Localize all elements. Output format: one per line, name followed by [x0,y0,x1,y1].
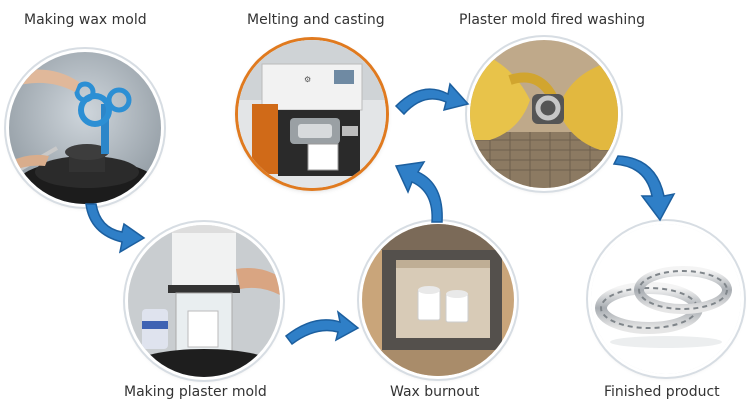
step-label-plaster-mold: Making plaster mold [124,384,267,400]
wax-mold-photo [9,52,161,204]
curved-arrow-icon [394,82,470,116]
wax-mold-illustration [9,52,161,204]
burnout-kiln-illustration [362,224,514,376]
step-label-wax-burnout: Wax burnout [390,384,480,400]
svg-text:⚙: ⚙ [304,75,311,84]
burnout-kiln-photo [362,224,514,376]
finished-rings-illustration [591,224,741,374]
washing-photo [470,40,618,188]
curved-arrow-icon [612,155,676,222]
curved-arrow-icon [284,310,360,346]
arrow-wax-to-plaster [82,200,152,260]
step-label-melting-casting: Melting and casting [247,12,385,28]
step-label-wax-mold: Making wax mold [24,12,147,28]
curved-arrow-icon [85,203,146,254]
arrow-washing-to-finished [610,155,676,224]
washing-illustration [470,40,618,188]
arrow-casting-to-washing [394,82,470,118]
step-label-finished-product: Finished product [604,384,720,400]
step-label-plaster-washing: Plaster mold fired washing [459,12,646,28]
arrow-plaster-to-burnout [284,306,360,346]
casting-machine-photo: ⚙ [238,40,386,188]
arrow-burnout-to-casting [388,158,448,224]
finished-rings-photo [591,224,741,374]
casting-machine-illustration: ⚙ [238,40,386,188]
curved-arrow-icon [394,161,443,223]
